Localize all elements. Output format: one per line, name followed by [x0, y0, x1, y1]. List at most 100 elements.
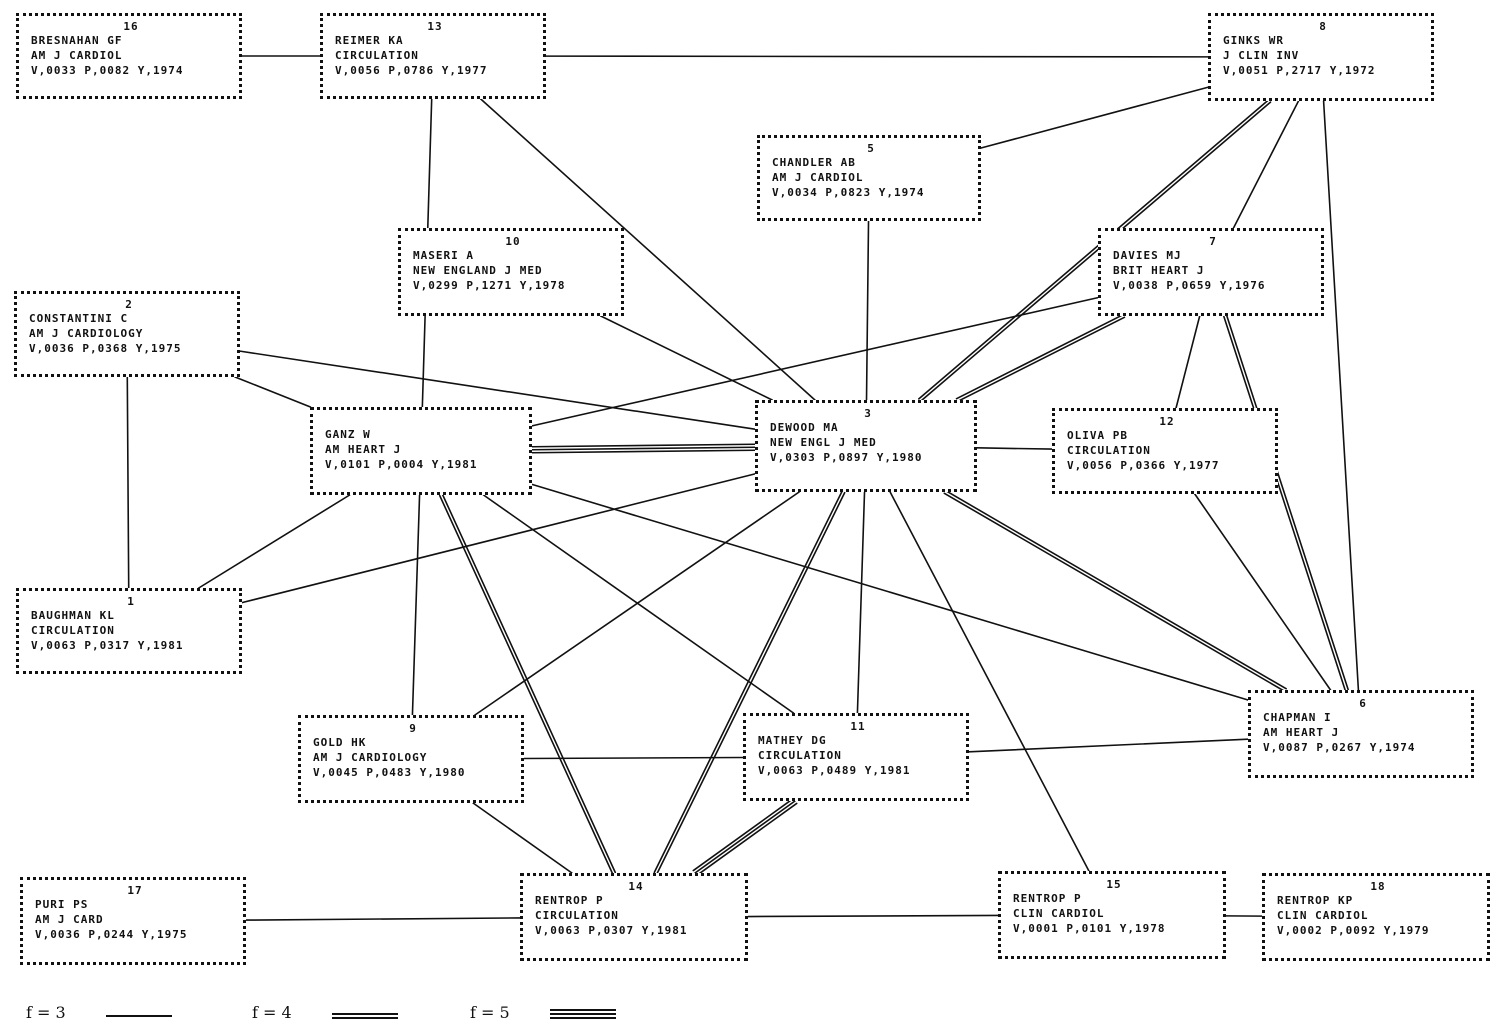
node-journal: J CLIN INV	[1223, 49, 1300, 62]
node-citation: V,0299 P,1271 Y,1978	[413, 279, 566, 292]
edge-2-4	[234, 376, 312, 408]
node-11-mathey: 11 MATHEY DG CIRCULATION V,0063 P,0489 Y…	[743, 713, 969, 801]
edge-stroke	[865, 220, 870, 401]
node-number: 12	[1159, 415, 1175, 428]
legend-label: f = 3	[26, 1003, 66, 1022]
edge-stroke	[856, 491, 866, 714]
edge-stroke	[441, 493, 617, 874]
edge-stroke	[968, 738, 1249, 753]
edge-stroke	[438, 494, 614, 875]
node-3-dewood: 3 DEWOOD MA NEW ENGL J MED V,0303 P,0897…	[755, 400, 977, 492]
edge-4-14	[438, 493, 617, 875]
node-citation: V,0001 P,0101 Y,1978	[1013, 922, 1166, 935]
edge-stroke	[918, 99, 1270, 400]
node-citation: V,0056 P,0786 Y,1977	[335, 64, 488, 77]
node-journal: AM J CARD	[35, 913, 104, 926]
edge-stroke	[656, 491, 846, 875]
node-citation: V,0034 P,0823 Y,1974	[772, 186, 925, 199]
node-number: 18	[1370, 880, 1386, 893]
node-18-rentrop-kp: 18 RENTROP KP CLIN CARDIOL V,0002 P,0092…	[1262, 873, 1490, 961]
edge-7-4	[531, 296, 1099, 427]
node-number: 2	[125, 298, 133, 311]
edge-14-15	[747, 914, 999, 918]
edge-4-6	[531, 483, 1249, 701]
node-number: 14	[628, 880, 644, 893]
node-author: GINKS WR	[1223, 34, 1284, 47]
node-12-oliva: 12 OLIVA PB CIRCULATION V,0056 P,0366 Y,…	[1052, 408, 1278, 494]
node-citation: V,0063 P,0489 Y,1981	[758, 764, 911, 777]
edge-stroke	[531, 446, 756, 451]
edge-7-3	[955, 313, 1126, 403]
node-author: RENTROP KP	[1277, 894, 1354, 907]
node-journal: CIRCULATION	[535, 909, 619, 922]
legend-swatch-triple-line	[550, 1009, 616, 1021]
node-number: 1	[127, 595, 135, 608]
node-number: 13	[427, 20, 443, 33]
node-author: MATHEY DG	[758, 734, 827, 747]
edge-9-11	[523, 756, 744, 760]
edge-11-14	[692, 797, 798, 877]
node-citation: V,0087 P,0267 Y,1974	[1263, 741, 1416, 754]
node-journal: CIRCULATION	[335, 49, 419, 62]
edge-9-14	[472, 802, 573, 874]
node-journal: CIRCULATION	[758, 749, 842, 762]
edge-stroke	[980, 86, 1209, 149]
node-journal: BRIT HEART J	[1113, 264, 1205, 277]
node-author: BRESNAHAN GF	[31, 34, 123, 47]
legend-label: f = 5	[470, 1003, 510, 1022]
edge-stroke	[126, 376, 130, 589]
edge-stroke	[943, 492, 1286, 693]
edge-stroke	[234, 376, 312, 408]
node-citation: V,0033 P,0082 Y,1974	[31, 64, 184, 77]
node-journal: CLIN CARDIOL	[1013, 907, 1105, 920]
edge-stroke	[919, 101, 1272, 402]
node-author: RENTROP P	[1013, 892, 1082, 905]
node-journal: AM HEART J	[325, 443, 402, 456]
edge-stroke	[1193, 493, 1332, 691]
edge-stroke	[976, 447, 1053, 450]
edge-stroke	[692, 797, 794, 872]
edge-3-1	[241, 473, 756, 604]
node-author: PURI PS	[35, 898, 89, 911]
node-1-baughman: 1 BAUGHMAN KL CIRCULATION V,0063 P,0317 …	[16, 588, 242, 674]
node-citation: V,0051 P,2717 Y,1972	[1223, 64, 1376, 77]
edge-3-9	[474, 491, 800, 716]
node-citation: V,0036 P,0244 Y,1975	[35, 928, 188, 941]
node-author: BAUGHMAN KL	[31, 609, 115, 622]
edge-stroke	[411, 494, 421, 716]
node-author: MASERI A	[413, 249, 474, 262]
edge-stroke	[1322, 100, 1360, 691]
node-author: CHANDLER AB	[772, 156, 856, 169]
edge-3-11	[856, 491, 866, 714]
legend: f = 3 f = 4 f = 5	[0, 995, 1500, 1035]
node-author: CONSTANTINI C	[29, 312, 129, 325]
node-number: 7	[1209, 235, 1217, 248]
edge-stroke	[245, 917, 521, 921]
node-citation: V,0063 P,0317 Y,1981	[31, 639, 184, 652]
node-9-gold: 9 GOLD HK AM J CARDIOLOGY V,0045 P,0483 …	[298, 715, 524, 803]
node-author: GOLD HK	[313, 736, 367, 749]
edge-stroke	[531, 483, 1249, 701]
edge-stroke	[889, 491, 1090, 872]
edge-7-12	[1175, 315, 1201, 409]
node-citation: V,0056 P,0366 Y,1977	[1067, 459, 1220, 472]
node-journal: CIRCULATION	[1067, 444, 1151, 457]
node-citation: V,0063 P,0307 Y,1981	[535, 924, 688, 937]
node-citation: V,0101 P,0004 Y,1981	[325, 458, 478, 471]
edge-stroke	[531, 296, 1099, 427]
node-number: 9	[409, 722, 417, 735]
node-number: 6	[1359, 697, 1367, 710]
edge-stroke	[1225, 314, 1349, 691]
edge-8-6	[1322, 100, 1360, 691]
node-citation: V,0036 P,0368 Y,1975	[29, 342, 182, 355]
node-journal: NEW ENGLAND J MED	[413, 264, 543, 277]
edge-stroke	[482, 494, 795, 714]
node-number: 10	[505, 235, 521, 248]
edge-stroke	[747, 914, 999, 918]
edge-10-3	[599, 315, 773, 401]
node-journal: AM J CARDIOL	[772, 171, 864, 184]
node-journal: CLIN CARDIOL	[1277, 909, 1369, 922]
edge-2-3	[239, 350, 756, 430]
node-number: 3	[864, 407, 872, 420]
